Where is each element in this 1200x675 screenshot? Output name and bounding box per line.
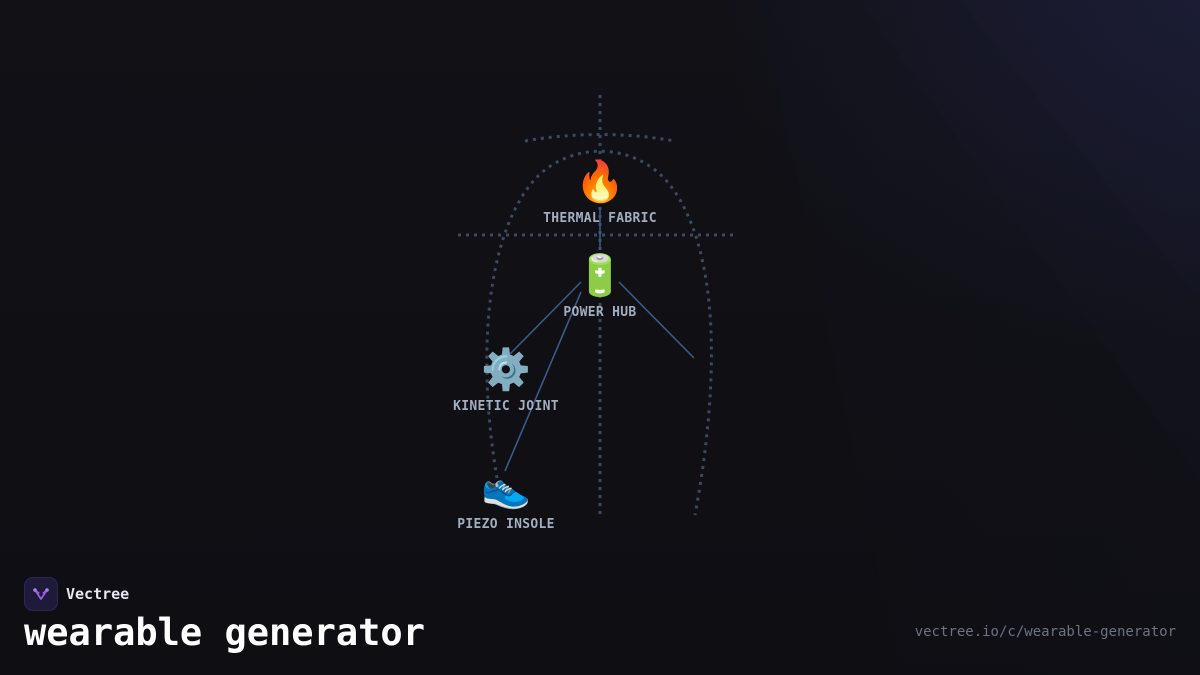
node-label: KINETIC JOINT: [453, 399, 559, 414]
node-label: PIEZO INSOLE: [457, 517, 555, 532]
battery-icon: 🔋: [575, 253, 625, 299]
connector-lines: [504, 207, 695, 472]
connector-power-to-kinetic: [509, 281, 582, 355]
head-arc-guide: [524, 133, 676, 143]
body-guides: [458, 95, 738, 516]
sneaker-icon: 👟: [481, 465, 531, 511]
connector-power-to-insole: [504, 291, 582, 472]
gear-icon: ⚙️: [481, 347, 531, 393]
node-power-hub[interactable]: 🔋 POWER HUB: [520, 252, 680, 320]
node-kinetic-joint[interactable]: ⚙️ KINETIC JOINT: [426, 346, 586, 414]
connector-power-to-right-limb: [618, 281, 695, 359]
brand[interactable]: Vectree: [24, 577, 129, 611]
node-piezo-insole[interactable]: 👟 PIEZO INSOLE: [426, 464, 586, 532]
page-url[interactable]: vectree.io/c/wearable-generator: [914, 624, 1176, 640]
brand-name: Vectree: [66, 585, 130, 603]
node-label: THERMAL FABRIC: [543, 211, 657, 226]
flame-icon: 🔥: [575, 159, 625, 205]
vectree-logo-icon: [24, 577, 58, 611]
vectree-logo-mark: [33, 588, 49, 600]
page-title: wearable generator: [24, 611, 425, 654]
node-thermal-fabric[interactable]: 🔥 THERMAL FABRIC: [520, 158, 680, 226]
node-label: POWER HUB: [563, 305, 637, 320]
